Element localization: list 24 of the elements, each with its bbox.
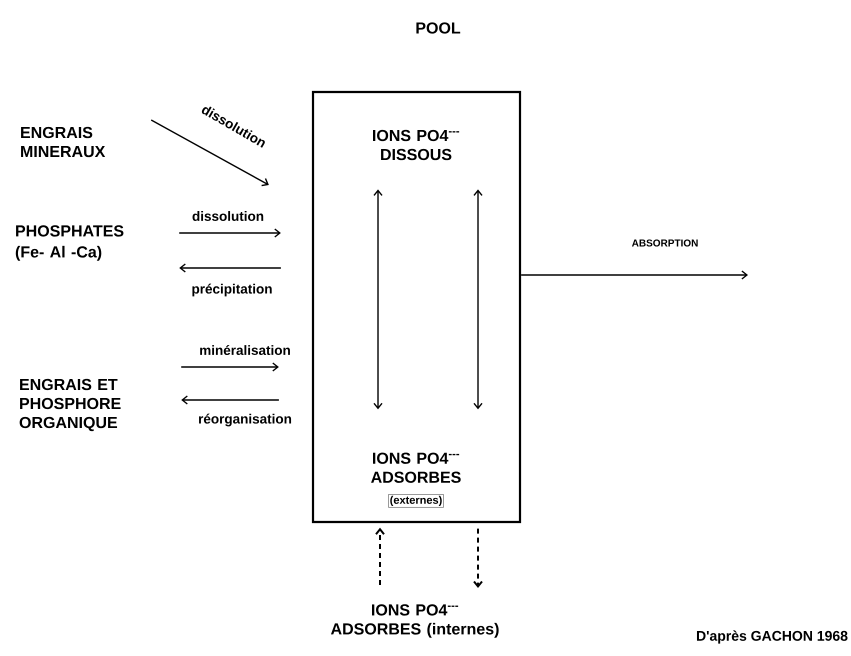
ion-label: IONS PO4$^{---}$ ADSORBES (externes) bbox=[371, 452, 461, 508]
edge-label: précipitation bbox=[190, 282, 274, 298]
arrow bbox=[473, 528, 483, 588]
ion-label: IONS PO4$^{---}$ DISSOUS bbox=[373, 130, 460, 160]
arrow bbox=[373, 189, 383, 410]
source-label: PHOSPHATES (Fe- Al -Ca) bbox=[16, 225, 124, 261]
arrow bbox=[179, 263, 281, 273]
source-label: IONS PO4$^{---}$ ADSORBES (internes) bbox=[330, 604, 499, 638]
pool-box bbox=[312, 90, 522, 524]
arrow bbox=[181, 395, 279, 405]
arrow bbox=[375, 528, 385, 586]
arrow bbox=[473, 189, 483, 410]
edge-label: dissolution bbox=[191, 210, 265, 222]
title: POOL bbox=[416, 22, 460, 34]
edge-label: réorganisation bbox=[197, 412, 293, 428]
edge-label: ABSORPTION bbox=[630, 238, 700, 248]
arrow bbox=[179, 228, 281, 238]
source-note: D'après GACHON 1968 bbox=[696, 630, 848, 644]
source-label: ENGRAIS ET PHOSPHORE ORGANIQUE bbox=[20, 378, 121, 432]
arrow bbox=[521, 270, 748, 280]
source-label: ENGRAIS MINERAUX bbox=[21, 126, 106, 158]
arrow bbox=[150, 119, 269, 186]
edge-label: minéralisation bbox=[198, 344, 292, 356]
arrow bbox=[181, 362, 279, 372]
